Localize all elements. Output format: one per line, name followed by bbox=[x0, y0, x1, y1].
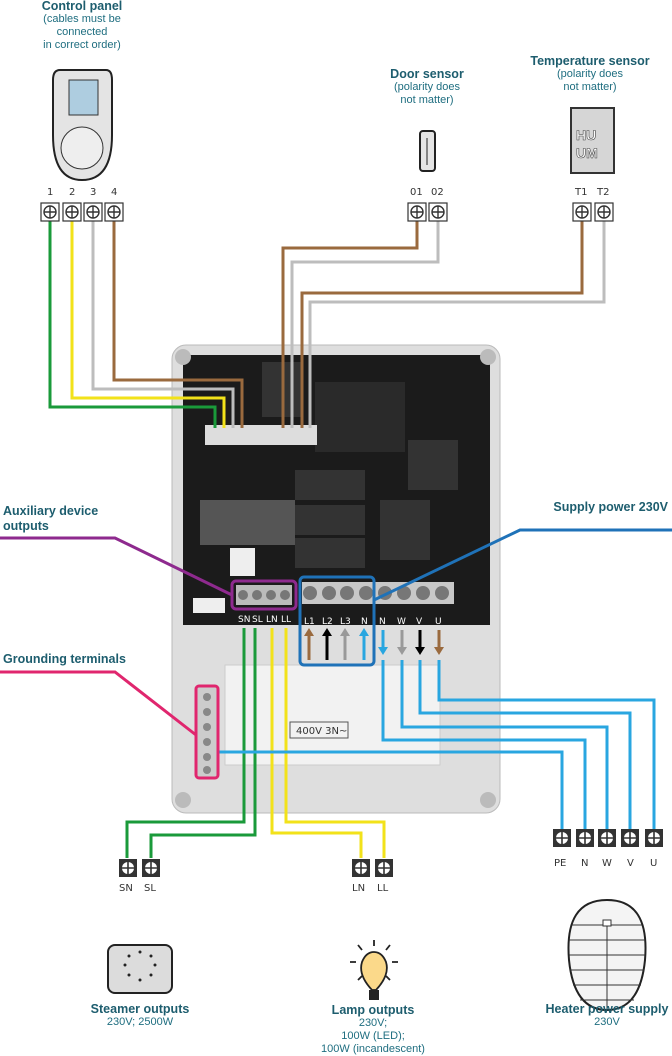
heater-terminals: PE N W V U bbox=[552, 828, 664, 869]
supply-arrows bbox=[304, 628, 444, 660]
svg-text:01: 01 bbox=[410, 187, 423, 198]
temp-sensor-terminals: T1 T2 bbox=[572, 187, 614, 222]
steamer-icon bbox=[107, 944, 173, 994]
svg-text:SN: SN bbox=[238, 615, 250, 625]
door-sensor-terminals: 01 02 bbox=[407, 187, 448, 222]
svg-text:W: W bbox=[602, 858, 612, 869]
svg-text:SL: SL bbox=[252, 615, 263, 625]
svg-text:L1: L1 bbox=[304, 617, 315, 627]
control-panel-device bbox=[52, 69, 113, 182]
aux-leader-line bbox=[0, 536, 233, 597]
svg-text:LL: LL bbox=[281, 615, 291, 625]
pcb-terminal-block bbox=[205, 425, 317, 445]
steamer-terminals: SN SL bbox=[118, 858, 161, 894]
svg-text:2: 2 bbox=[69, 187, 75, 198]
svg-text:3: 3 bbox=[90, 187, 96, 198]
lightbulb-icon bbox=[350, 940, 398, 1000]
svg-text:LN: LN bbox=[266, 615, 278, 625]
aux-terminal-block bbox=[236, 585, 292, 605]
svg-text:T2: T2 bbox=[596, 187, 609, 198]
svg-text:1: 1 bbox=[47, 187, 53, 198]
svg-text:02: 02 bbox=[431, 187, 444, 198]
voltage-label: 400V 3N~ bbox=[296, 726, 347, 737]
svg-text:N: N bbox=[361, 617, 368, 627]
svg-text:SL: SL bbox=[144, 883, 156, 894]
lamp-terminals: LN LL bbox=[351, 858, 394, 894]
svg-text:L3: L3 bbox=[340, 617, 351, 627]
svg-text:T1: T1 bbox=[574, 187, 587, 198]
grounding-label: Grounding terminals bbox=[3, 652, 126, 666]
svg-text:W: W bbox=[397, 617, 406, 627]
supply-leader-line bbox=[373, 528, 672, 602]
output-wires bbox=[125, 628, 656, 858]
svg-text:V: V bbox=[416, 617, 423, 627]
svg-text:U: U bbox=[435, 617, 442, 627]
svg-text:L2: L2 bbox=[322, 617, 333, 627]
control-panel-terminals: 1 2 3 4 bbox=[40, 187, 124, 222]
svg-text:LL: LL bbox=[377, 883, 389, 894]
svg-text:V: V bbox=[627, 858, 634, 869]
rating-label bbox=[224, 664, 441, 766]
svg-text:4: 4 bbox=[111, 187, 117, 198]
svg-text:LN: LN bbox=[352, 883, 365, 894]
svg-text:SN: SN bbox=[119, 883, 133, 894]
svg-text:N: N bbox=[581, 858, 588, 869]
svg-text:HU: HU bbox=[576, 127, 596, 143]
signal-wires bbox=[48, 220, 606, 428]
supply-highlight bbox=[298, 575, 376, 667]
grounding-highlight bbox=[194, 684, 220, 780]
temperature-sensor-device: HU UM bbox=[570, 107, 615, 174]
svg-text:U: U bbox=[650, 858, 657, 869]
svg-text:UM: UM bbox=[576, 145, 598, 161]
grounding-leader-line bbox=[0, 670, 197, 737]
svg-text:N: N bbox=[379, 617, 386, 627]
supply-power-label: Supply power 230V bbox=[553, 500, 668, 514]
svg-text:PE: PE bbox=[554, 858, 566, 869]
heater-icon bbox=[567, 898, 647, 1012]
